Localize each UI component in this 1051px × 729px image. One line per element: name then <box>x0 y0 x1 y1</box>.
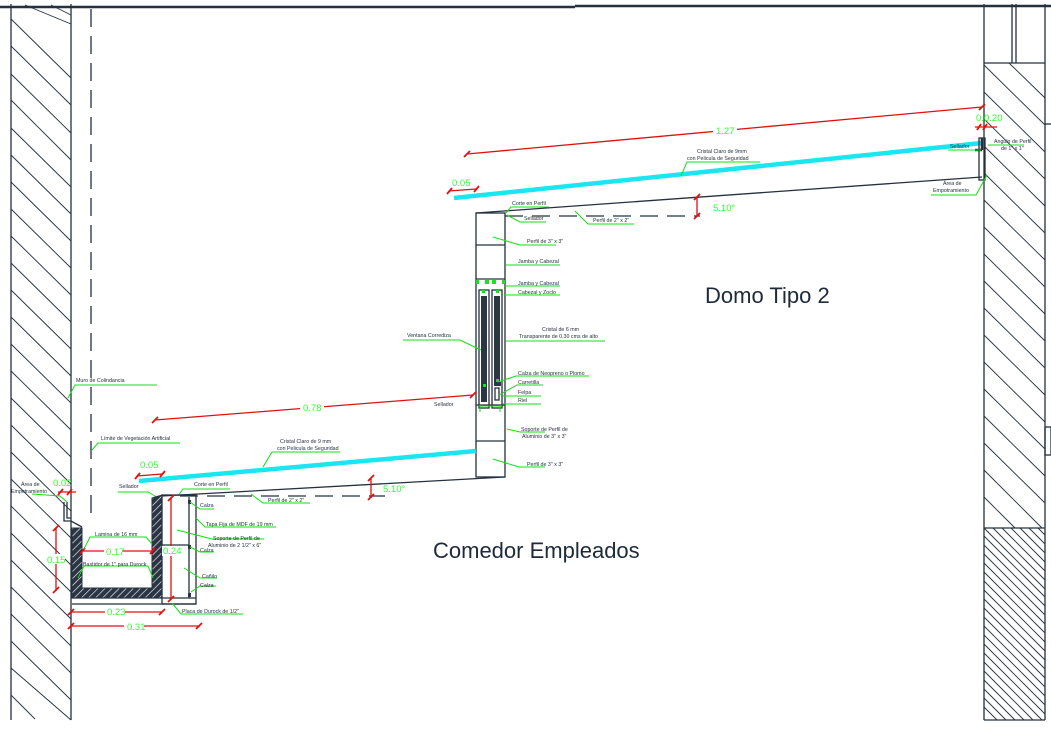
dim-planter-0-17: 0.17 <box>106 547 125 558</box>
label-upper-sealer-right: Sellador <box>950 144 970 150</box>
label-lower-profile-cut: Corte en Perfil <box>194 482 228 488</box>
label-shim-3: Calza <box>200 583 214 589</box>
dim-planter-0-24: 0.24 <box>163 546 182 557</box>
title-dome-type: Domo Tipo 2 <box>705 283 830 308</box>
label-rail: Riel <box>518 398 527 404</box>
label-upper-glass-1: Cristal Claro de 9mm <box>697 149 747 155</box>
label-neoprene: Calza de Neopreno o Plomo <box>518 371 585 377</box>
dim-lower-0-05: 0.05 <box>140 460 159 471</box>
label-lower-embed-1: Área de <box>21 481 40 488</box>
label-profile-3x3-bottom: Perfil de 3" x 3" <box>527 462 563 468</box>
label-weatherstrip: Felpa <box>518 390 531 396</box>
label-support-2-1: Soporte de Perfil de <box>213 536 260 542</box>
left-wall <box>10 4 92 721</box>
right-wall-hatch-lower <box>983 527 1046 721</box>
label-neighbor-wall: Muro de Colindancia <box>76 378 125 384</box>
dim-lower-slope: 5.10° <box>383 484 405 495</box>
label-upper-profile-2x2: Perfil de 2" x 2" <box>593 218 629 224</box>
label-jamb-head-2: Jamba y Cabezal <box>518 281 559 287</box>
label-upper-embed-1: Área de <box>943 180 962 187</box>
label-sheet-16mm: Lamina de 16 mm <box>95 532 138 538</box>
column-outline <box>475 212 506 478</box>
window-column: Perfil de 3" x 3" Jamba y Cabezal Jamba … <box>403 212 605 478</box>
dim-upper-embed-a: 0.0 <box>976 113 989 124</box>
label-sliding-window: Ventana Corrediza <box>407 333 451 339</box>
left-wall-hatch <box>10 4 72 721</box>
upper-glass-pane <box>453 140 983 201</box>
label-column-sealer: Sellador <box>434 402 454 408</box>
lower-embed-profile <box>63 502 83 528</box>
dim-0-78: 0.78 <box>303 403 322 414</box>
label-bead: Cañilo <box>202 574 217 580</box>
dim-planter-0-15: 0.15 <box>47 555 66 566</box>
label-head-sill: Cabezal y Zoclo <box>518 290 556 296</box>
label-glass-6mm-1: Cristal de 6 mm <box>542 327 580 333</box>
label-durock-board: Placa de Durock de 1/2" <box>182 609 239 615</box>
window-glass-right <box>494 296 500 382</box>
dim-upper-slope: 5.10° <box>713 203 735 214</box>
label-lower-embed-2: Empotramiento <box>11 489 47 495</box>
label-upper-angle-2: de 1" x 1" <box>1001 146 1024 152</box>
planter-box: 0.17 0.15 0.24 0.23 0.31 Lamina de 16 mm… <box>47 494 276 633</box>
label-support-3x3-2: Aluminio de 3" x 3" <box>522 434 567 440</box>
dim-upper-0-05: 0.05 <box>452 178 471 189</box>
dim-planter-0-23: 0.23 <box>107 607 126 618</box>
title-room: Comedor Empleados <box>433 538 640 563</box>
right-wall-hatch-upper <box>983 62 1046 529</box>
lower-profile-line <box>161 476 506 497</box>
label-vegetation-limit: Límite de Vegetación Artificial <box>101 436 170 442</box>
window-glass-left <box>481 296 487 386</box>
lower-dome: 0.78 0.05 5.10° 0.02 Muro de Colindancia… <box>11 378 506 528</box>
label-support-2-2: Aluminio de 2 1/2" x 6" <box>208 543 261 549</box>
label-upper-sealer-left: Sellador <box>524 216 544 222</box>
dim-upper-embed-b: 0.20 <box>984 113 1003 124</box>
label-lower-glass-1: Cristal Claro de 9 mm <box>280 439 332 445</box>
label-support-3x3-1: Soporte de Perfil de <box>521 427 568 433</box>
dim-1-27: 1.27 <box>716 126 735 137</box>
label-lower-profile-2x2: Perfil de 2" x 2" <box>268 498 304 504</box>
lower-glass-pane <box>138 448 477 484</box>
label-jamb-head-1: Jamba y Cabezal <box>518 259 559 265</box>
dim-planter-0-31: 0.31 <box>127 622 146 633</box>
label-shim-2: Calza <box>200 548 214 554</box>
label-lower-sealer: Sellador <box>119 484 139 490</box>
label-mdf-cover: Tapa Fija de MDF de 19 mm <box>206 522 273 528</box>
dim-lower-embed: 0.02 <box>53 478 72 489</box>
label-shim-1: Calza <box>200 503 214 509</box>
label-upper-glass-2: con Pelicula de Seguridad <box>687 156 749 162</box>
label-upper-embed-2: Empotramiento <box>933 188 969 194</box>
label-upper-profile-cut: Corte en Perfil <box>512 201 546 207</box>
upper-dome: 1.27 0.05 0.0 0.20 5.10° Cristal Claro d… <box>446 103 1031 225</box>
label-lower-glass-2: con Pelicula de Seguridad <box>277 446 339 452</box>
label-durock-frame: Bastidor de 1" para Durock <box>83 562 147 568</box>
label-carriage: Carretilla <box>518 380 539 386</box>
label-profile-3x3-top: Perfil de 3" x 3" <box>527 239 563 245</box>
label-glass-6mm-2: Transparente de 0.30 cms de alto <box>519 334 598 340</box>
upper-profile-line <box>475 176 983 214</box>
right-wall <box>983 4 1051 721</box>
label-upper-angle-1: Angulo de Perfil <box>994 139 1031 145</box>
